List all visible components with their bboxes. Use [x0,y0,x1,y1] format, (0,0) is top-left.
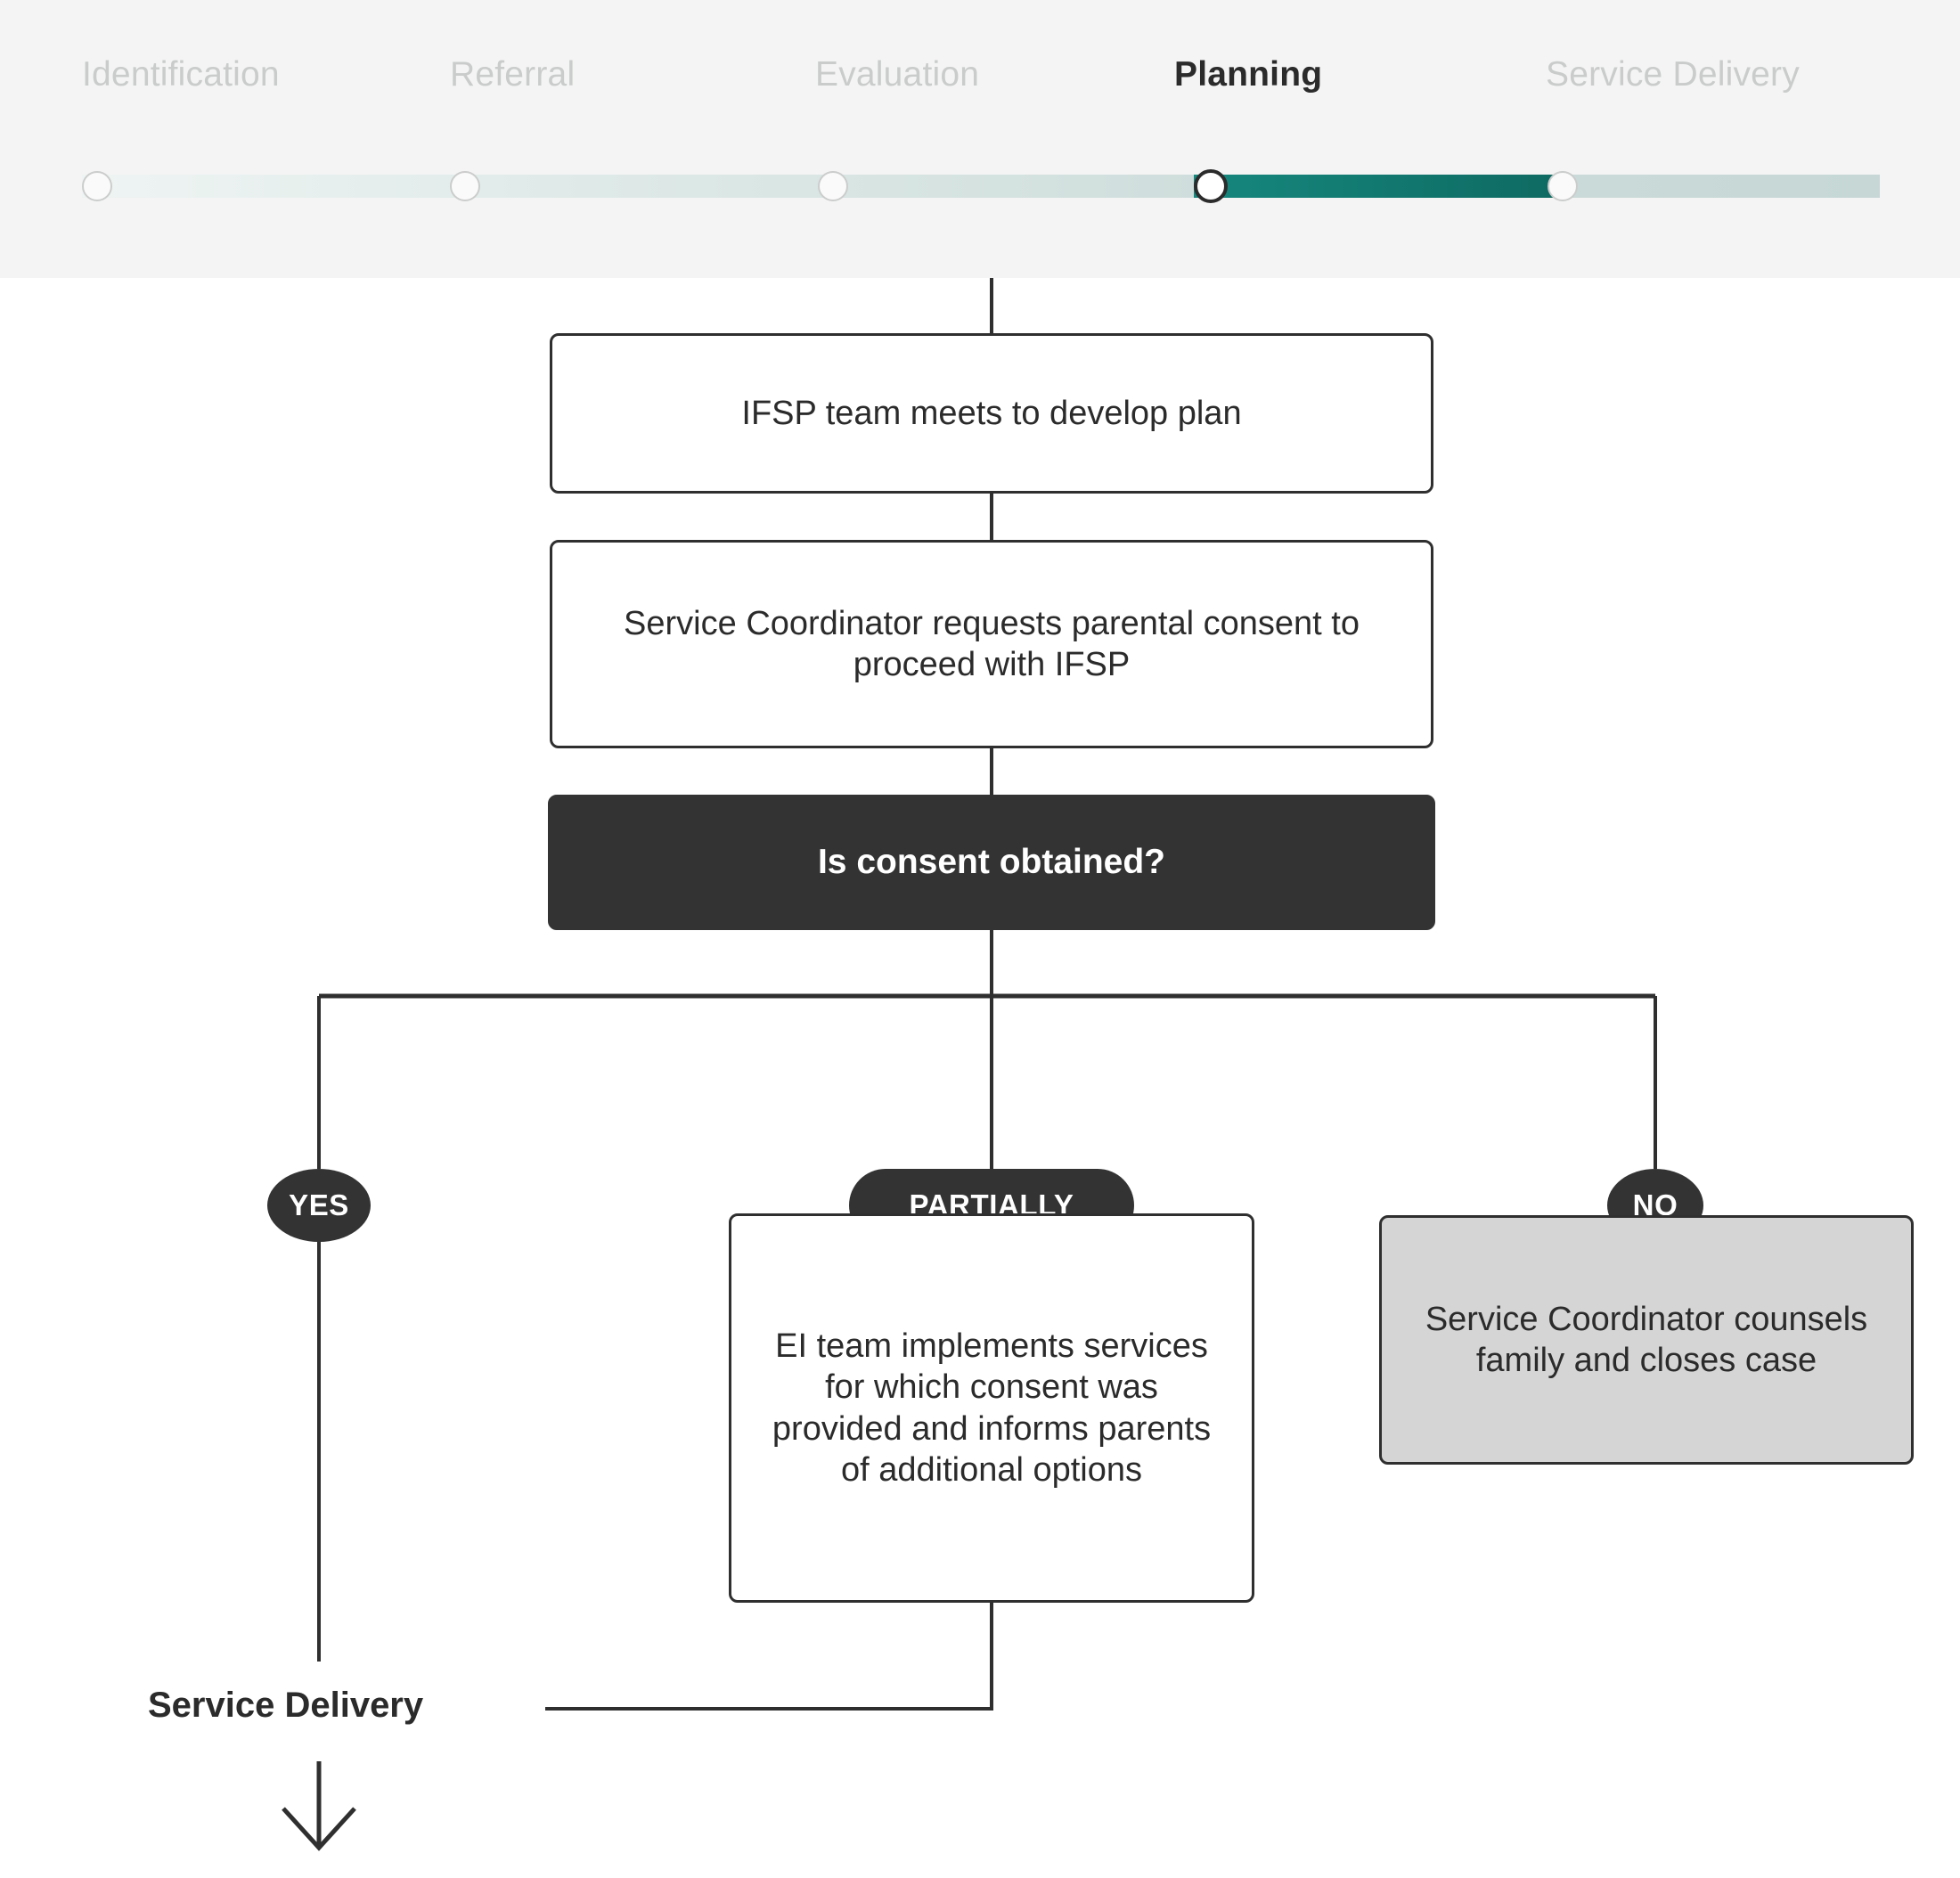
stepper-track[interactable] [82,169,1880,203]
stepper-label-identification[interactable]: Identification [82,55,280,94]
node-decision-is-consent-obtained[interactable]: Is consent obtained? [548,795,1435,930]
stepper-dot-identification[interactable] [82,171,112,201]
flowchart-canvas: IFSP team meets to develop plan Service … [0,278,1960,1878]
node-request-parental-consent[interactable]: Service Coordinator requests parental co… [550,540,1433,748]
down-arrow-icon [282,1761,356,1851]
node-ifsp-team-meeting[interactable]: IFSP team meets to develop plan [550,333,1433,494]
stepper-label-referral[interactable]: Referral [450,55,576,94]
stepper-dot-planning[interactable] [1194,169,1228,203]
endpoint-label-service-delivery[interactable]: Service Delivery [148,1686,424,1725]
node-label: IFSP team meets to develop plan [741,394,1242,432]
node-label: EI team implements services for which co… [772,1327,1212,1489]
stepper-track-progress [1194,175,1562,198]
node-label: Is consent obtained? [817,843,1166,882]
stepper-label-planning[interactable]: Planning [1174,55,1323,94]
node-label: Service Coordinator requests parental co… [624,604,1360,683]
process-stepper: Identification Referral Evaluation Plann… [0,0,1960,278]
stepper-track-inactive [82,175,1880,198]
stepper-label-service-delivery[interactable]: Service Delivery [1546,55,1800,94]
node-label: Service Coordinator counsels family and … [1425,1300,1868,1379]
stepper-dot-evaluation[interactable] [818,171,848,201]
node-partial-consent-outcome[interactable]: EI team implements services for which co… [729,1213,1254,1603]
branch-pill-yes[interactable]: YES [267,1169,371,1242]
connector-partially-to-endpoint [545,1603,993,1711]
stepper-labels: Identification Referral Evaluation Plann… [0,0,1960,160]
stepper-dot-service-delivery[interactable] [1548,171,1578,201]
stepper-dot-referral[interactable] [450,171,480,201]
branch-label: YES [289,1188,349,1221]
node-no-consent-outcome[interactable]: Service Coordinator counsels family and … [1379,1215,1914,1465]
stepper-label-evaluation[interactable]: Evaluation [815,55,980,94]
flow-connectors [282,278,1657,1851]
